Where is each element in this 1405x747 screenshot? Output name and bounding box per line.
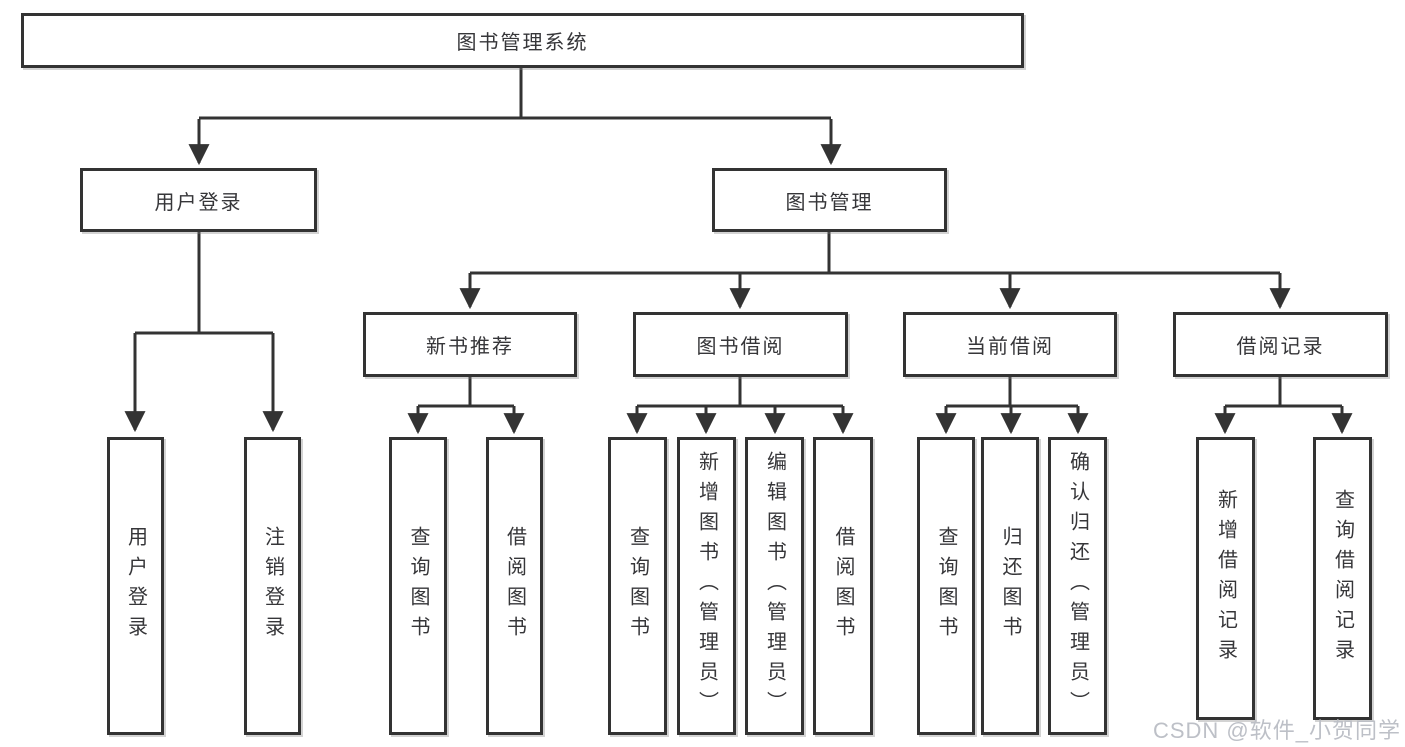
node-user-login: 用户登录 xyxy=(80,168,317,232)
leaf-nb-query-books: 查询图书 xyxy=(389,437,447,735)
watermark: CSDN @软件_小贺同学 xyxy=(1152,718,1401,743)
leaf-nb-borrow-books: 借阅图书 xyxy=(486,437,543,735)
node-book-management: 图书管理 xyxy=(712,168,947,232)
leaf-br-query-record: 查询借阅记录 xyxy=(1313,437,1372,720)
node-current-borrow: 当前借阅 xyxy=(903,312,1117,377)
leaf-bb-add-books-admin: 新增图书（管理员） xyxy=(677,437,736,735)
leaf-bb-query-books: 查询图书 xyxy=(608,437,667,735)
edge-new-book-recommend-children xyxy=(407,377,525,435)
leaf-cb-query-books: 查询图书 xyxy=(917,437,975,735)
node-root-system: 图书管理系统 xyxy=(21,13,1024,68)
leaf-cb-confirm-return-admin: 确认归还（管理员） xyxy=(1048,437,1107,735)
leaf-br-add-record: 新增借阅记录 xyxy=(1196,437,1255,720)
leaf-user-login: 用户登录 xyxy=(107,437,164,735)
edge-borrow-records-children xyxy=(1214,377,1353,435)
edge-book-management-children xyxy=(459,232,1291,310)
leaf-bb-edit-books-admin: 编辑图书（管理员） xyxy=(745,437,804,735)
node-book-borrow: 图书借阅 xyxy=(633,312,848,377)
leaf-bb-borrow-books: 借阅图书 xyxy=(813,437,873,735)
edge-current-borrow-children xyxy=(935,377,1089,435)
leaf-cb-return-books: 归还图书 xyxy=(981,437,1039,735)
edge-root-to-level2 xyxy=(188,68,842,166)
node-new-book-recommend: 新书推荐 xyxy=(363,312,577,377)
node-borrow-records: 借阅记录 xyxy=(1173,312,1388,377)
edge-user-login-children xyxy=(124,232,284,433)
edge-book-borrow-children xyxy=(626,377,854,435)
leaf-logout-login: 注销登录 xyxy=(244,437,301,735)
